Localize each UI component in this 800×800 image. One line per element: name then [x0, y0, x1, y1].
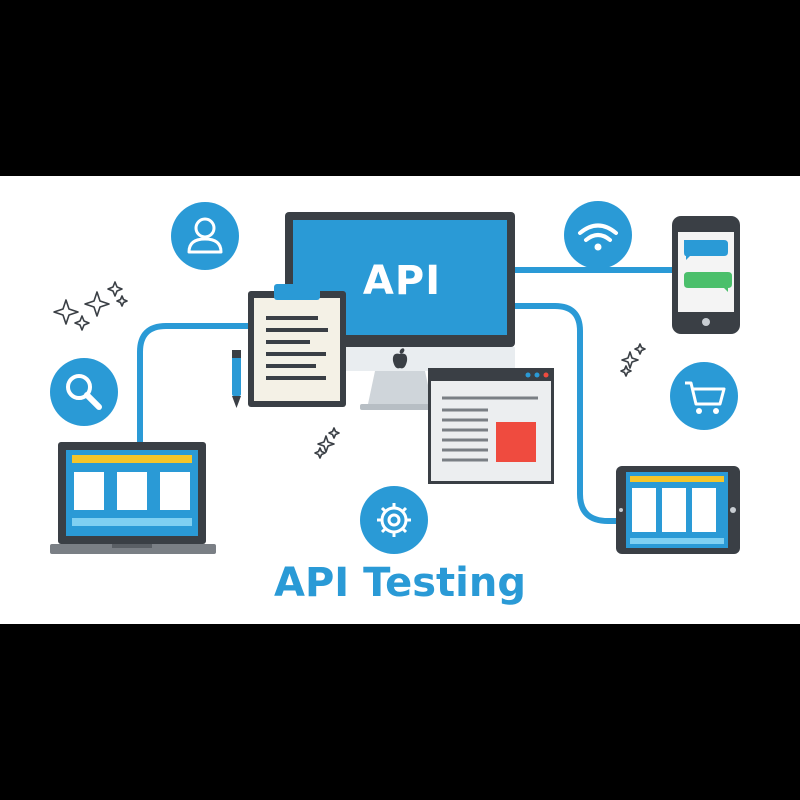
smartphone	[672, 216, 740, 334]
connector-lines	[137, 267, 675, 524]
bottom-letterbox-band	[0, 624, 800, 800]
top-letterbox-band	[0, 0, 800, 176]
user-icon	[171, 202, 239, 270]
connector-laptop-clipboard	[137, 323, 253, 447]
apple-logo-icon	[392, 348, 408, 369]
illustration-svg	[50, 201, 740, 554]
laptop	[50, 442, 216, 554]
browser-window	[428, 368, 554, 484]
connector-monitor-tablet	[512, 303, 621, 524]
page-title: API Testing	[274, 560, 526, 606]
search-icon	[50, 358, 118, 426]
pen-icon	[232, 350, 241, 408]
wifi-icon	[564, 201, 632, 269]
tablet	[616, 466, 740, 554]
clipboard	[248, 284, 346, 407]
gear-icon	[360, 486, 428, 554]
sparkle-icon	[53, 281, 646, 459]
api-testing-illustration: API API Testing	[0, 176, 800, 624]
monitor-api-label: API	[362, 258, 442, 304]
cart-icon	[670, 362, 738, 430]
